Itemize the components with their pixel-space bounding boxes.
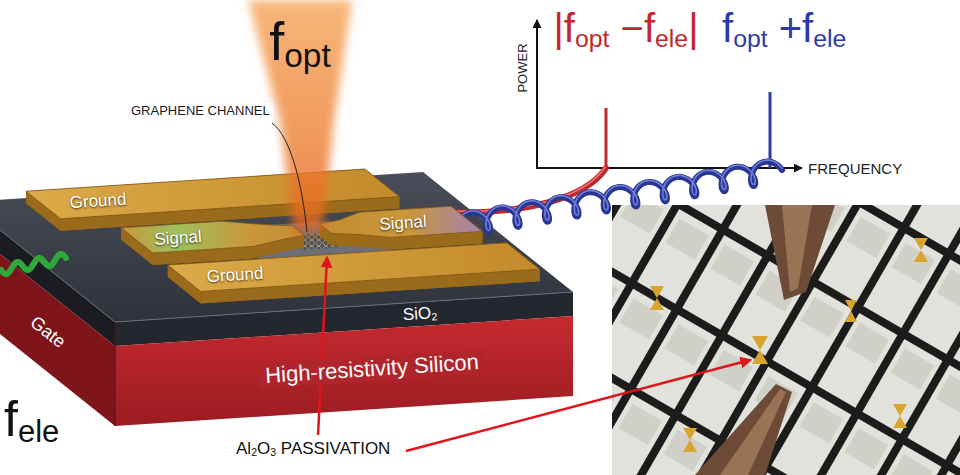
chip-grid xyxy=(612,205,960,475)
pad-label: Signal xyxy=(379,213,427,233)
sum-frequency-label: fopt +fele xyxy=(722,8,846,52)
text-run: | xyxy=(688,6,698,50)
spring-highlight xyxy=(456,160,782,235)
text-run: O xyxy=(257,439,270,458)
text-run: Al xyxy=(236,439,251,458)
text-run: |f xyxy=(553,6,575,50)
subscript: 3 xyxy=(270,446,276,458)
sum-peak xyxy=(769,92,772,168)
text-run: f xyxy=(269,11,284,71)
probe-highlight xyxy=(782,205,812,292)
silicon-front-face xyxy=(115,316,573,426)
block-edge xyxy=(115,322,116,426)
pad-top xyxy=(320,206,483,237)
electrical-signal-wave xyxy=(1,254,66,274)
text-run: PASSIVATION xyxy=(276,439,390,458)
bowtie-contact xyxy=(650,286,664,310)
text-run: GRAPHENE CHANNEL xyxy=(131,103,270,118)
text-run: f xyxy=(4,391,18,447)
pad-top xyxy=(121,221,304,253)
axis-label: POWER xyxy=(516,43,529,92)
passivation-pointer xyxy=(318,258,327,435)
device-photo xyxy=(612,205,960,475)
part-label: Al2O3 PASSIVATION xyxy=(236,440,390,458)
text-run: POWER xyxy=(515,43,530,92)
subscript: ele xyxy=(655,25,688,52)
leader-line xyxy=(272,123,307,232)
subscript: 2 xyxy=(251,446,257,458)
contact-pad: Signal xyxy=(318,205,484,251)
probe-tip xyxy=(765,205,835,300)
probe-tip xyxy=(695,384,792,475)
spectrum-plot xyxy=(537,20,802,168)
subscript: opt xyxy=(733,25,767,52)
part-label: GRAPHENE CHANNEL xyxy=(128,103,273,118)
pad-label: Signal xyxy=(154,228,202,248)
text-run: FREQUENCY xyxy=(808,160,902,177)
bowtie-contact xyxy=(914,238,928,262)
text-run: SiO xyxy=(402,303,432,324)
pad-label: Ground xyxy=(69,191,127,212)
subscript: ele xyxy=(813,25,846,52)
difference-frequency-label: |fopt −fele| xyxy=(553,8,698,52)
layer-label: SiO2 xyxy=(402,304,437,324)
axis-label: FREQUENCY xyxy=(808,161,902,176)
probe-highlight xyxy=(720,389,786,475)
text-run: −f xyxy=(609,6,655,50)
difference-peak xyxy=(605,108,608,168)
pad-top xyxy=(26,169,399,219)
optical-frequency-label: fopt xyxy=(269,14,331,72)
pad-top xyxy=(168,243,540,292)
electrical-frequency-label: fele xyxy=(4,394,59,447)
pad-side xyxy=(332,234,358,247)
bowtie-contact xyxy=(893,404,907,428)
plot-axes xyxy=(537,20,802,168)
subscript: opt xyxy=(284,37,331,74)
chip-array xyxy=(612,205,960,475)
contact-pad: Ground xyxy=(166,241,541,305)
subscript: 2 xyxy=(431,310,438,322)
text-run: +f xyxy=(768,6,814,50)
bowtie-contact xyxy=(752,336,768,364)
bowtie-contact xyxy=(683,428,697,452)
subscript: ele xyxy=(18,414,59,449)
subscript: opt xyxy=(575,25,609,52)
bowtie-contact xyxy=(845,300,857,322)
pad-label: Ground xyxy=(206,265,264,286)
sum-signal-spring xyxy=(456,162,782,237)
text-run: f xyxy=(722,6,733,50)
